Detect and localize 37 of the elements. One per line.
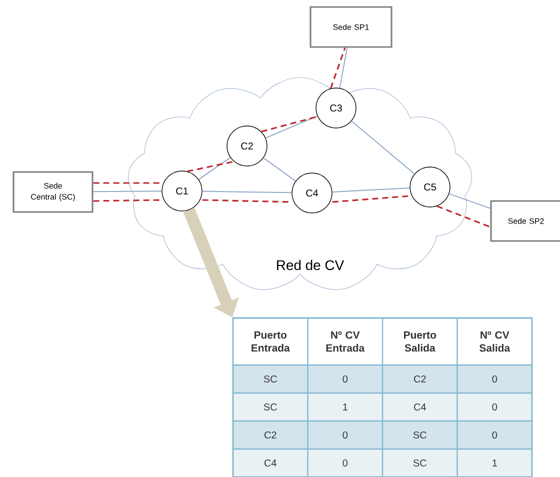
dashed-line [436,205,490,228]
link-line [202,190,292,194]
link-line [263,157,296,182]
link-line [265,115,318,138]
table-cell: SC [264,403,277,411]
table-cell: C4 [264,459,276,467]
table [232,317,533,477]
table-cell: 0 [342,431,348,439]
table-cell: 0 [342,459,348,467]
link-line [351,120,415,174]
dashed-line [93,199,162,202]
header-cell: Nº CV Salida [480,331,510,352]
link-line [448,193,491,209]
dashed-line [187,160,234,172]
link-line [332,188,410,192]
link-line [92,190,162,192]
header-cell: Puerto Entrada [252,331,290,352]
table-cell: 0 [492,403,498,411]
dashed-line [261,116,318,132]
dashed-line [93,182,162,184]
dashed-line [332,195,410,203]
table-cell: 0 [342,375,348,383]
table-cell: C4 [414,403,426,411]
table-cell: 1 [492,460,497,466]
table-cell: C2 [264,431,276,439]
table-cell: 1 [343,404,348,410]
table-cell: SC [413,459,426,467]
table-cell: C2 [414,375,426,383]
link-line [339,47,348,88]
link-line [198,157,231,180]
dashed-line [330,48,346,89]
table-cell: SC [264,375,277,383]
header-cell: Nº CV Entrada [326,331,365,352]
table-cell: 0 [492,375,498,383]
header-cell: Puerto Salida [404,331,436,352]
table-cell: 0 [492,431,498,439]
table-cell: SC [413,431,426,439]
